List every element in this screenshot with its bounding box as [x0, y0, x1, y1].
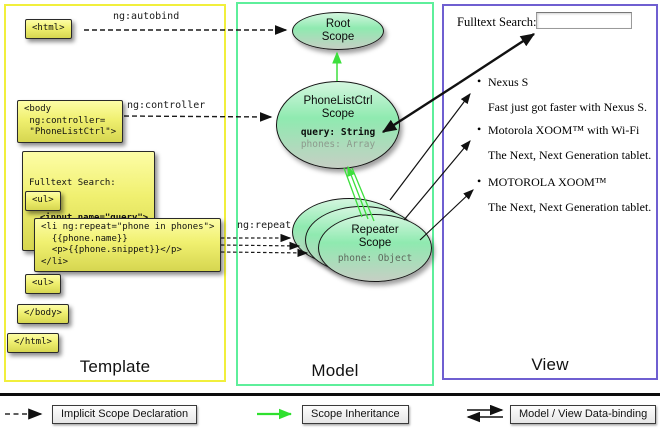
phonelistctrl-scope-title: PhoneListCtrl Scope — [303, 95, 373, 120]
legend-model-view-data-binding: Model / View Data-binding — [510, 405, 657, 424]
view-item-desc: The Next, Next Generation tablet. — [488, 200, 652, 214]
code-box-html-close: </html> — [7, 333, 59, 353]
view-item-title-text: Nexus S — [488, 75, 529, 89]
scope-prop-phones: phones: Array — [300, 139, 376, 150]
view-item-motorola-xoom: • MOTOROLA XOOM™ The Next, Next Generati… — [477, 174, 655, 214]
view-panel-label: View — [531, 355, 569, 374]
model-panel-label: Model — [311, 361, 359, 380]
model-panel: Model — [236, 2, 434, 386]
ng-controller-label: ng:controller — [127, 100, 206, 111]
code-box-html-open: <html> — [25, 19, 72, 39]
view-item-desc: The Next, Next Generation tablet. — [488, 148, 652, 162]
search-label: Fulltext Search: — [457, 15, 537, 29]
scope-prop-phone: phone: Object — [337, 253, 413, 264]
code-box-ul-open-2: <ul> — [25, 274, 61, 294]
root-scope-ellipse: Root Scope — [292, 12, 384, 50]
code-box-body-open: <body ng:controller= "PhoneListCtrl"> — [17, 100, 124, 143]
bullet-icon: • — [477, 174, 482, 188]
view-item-nexus-s: • Nexus S Fast just got faster with Nexu… — [477, 74, 655, 114]
double-arrow-icon — [466, 404, 504, 423]
view-item-title-text: Motorola XOOM™ with Wi-Fi — [488, 123, 640, 137]
scope-prop-query: query: String — [300, 127, 376, 138]
ng-repeat-label: ng:repeat — [237, 220, 292, 231]
code-box-li-repeat: <li ng:repeat="phone in phones"> {{phone… — [34, 218, 222, 272]
repeater-scope-ellipse: Repeater Scope phone: Object — [318, 214, 432, 282]
code-box-ul-open: <ul> — [25, 191, 61, 211]
template-panel-label: Template — [79, 357, 151, 376]
code-box-fulltext-line2: <input name="query"> — [29, 213, 148, 225]
view-item-title-text: MOTOROLA XOOM™ — [488, 175, 607, 189]
view-item-title: • Motorola XOOM™ with Wi-Fi — [477, 122, 655, 137]
root-scope-title: Root Scope — [321, 18, 355, 43]
legend-implicit-scope-declaration: Implicit Scope Declaration — [52, 405, 198, 424]
view-item-desc: Fast just got faster with Nexus S. — [488, 100, 647, 114]
search-row: Fulltext Search: — [457, 13, 537, 31]
bullet-icon: • — [477, 74, 482, 88]
view-item-motorola-xoom-wifi: • Motorola XOOM™ with Wi-Fi The Next, Ne… — [477, 122, 655, 162]
legend-scope-inheritance: Scope Inheritance — [302, 405, 409, 424]
view-item-title: • Nexus S — [477, 74, 655, 89]
legend-separator-line — [0, 393, 660, 396]
code-box-body-close: </body> — [17, 304, 69, 324]
bullet-icon: • — [477, 122, 482, 136]
search-input[interactable] — [536, 12, 632, 29]
view-item-title: • MOTOROLA XOOM™ — [477, 174, 655, 189]
ng-autobind-label: ng:autobind — [113, 11, 180, 22]
phonelistctrl-scope-ellipse: PhoneListCtrl Scope query: String phones… — [276, 81, 400, 169]
repeater-scope-title: Repeater Scope — [351, 224, 399, 249]
code-box-fulltext-line1: Fulltext Search: — [29, 178, 116, 188]
